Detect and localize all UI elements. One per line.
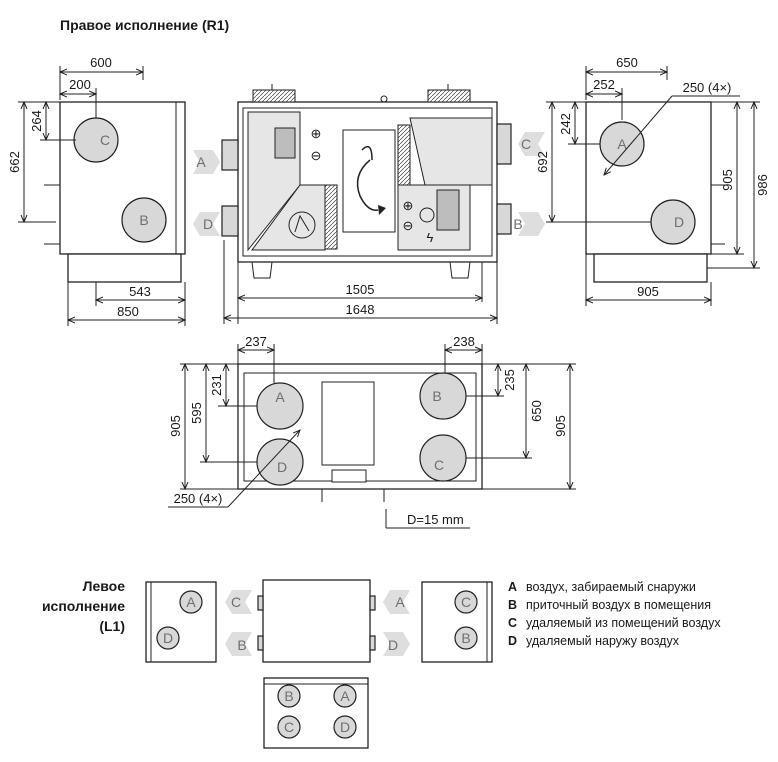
dim-top-left: 237 [245,334,267,349]
l1-arrow-d: D [388,637,398,653]
legend-text-a: воздух, забираемый снаружи [526,580,696,594]
l1-top-port-a: A [340,688,350,704]
left-port-b-label: B [139,212,148,228]
l1-left-view: A D [145,581,217,663]
dim-left-bottom2: 850 [117,304,139,319]
top-port-b-label: B [432,388,441,404]
r1-title: Правое исполнение (R1) [60,17,229,33]
svg-text:⊕: ⊕ [311,126,322,141]
dim-left-offset: 200 [69,77,91,92]
dim-top-l-mid: 595 [189,402,204,424]
arrow-c-label: C [521,136,531,152]
left-side-view: C B 600 200 264 662 543 850 [7,55,185,326]
right-port-a-label: A [617,136,627,152]
l1-left-port-d: D [163,630,173,646]
dim-top-r-mid: 650 [529,400,544,422]
dim-right-offset: 252 [593,77,615,92]
svg-text:ϟ: ϟ [427,230,434,245]
l1-title-line2: исполнение [42,598,125,614]
arrow-a-in [193,150,220,174]
top-port-a-label: A [275,389,285,405]
dim-right-h3: 986 [755,174,770,196]
dim-right-h2: 905 [720,169,735,191]
dim-right-bottom: 905 [637,284,659,299]
top-port-c-label: C [434,457,444,473]
legend-key-c: C [508,616,517,630]
l1-arrow-b: B [237,637,246,653]
left-port-c-circle [73,117,119,163]
top-port-d-label: D [277,459,287,475]
dim-top-diameter: 250 (4×) [174,491,223,506]
dim-front-inner: 1505 [346,282,375,297]
left-port-b-circle [121,197,167,243]
svg-text:⊖: ⊖ [403,218,414,233]
dim-right-diameter: 250 (4×) [683,80,732,95]
legend-key-b: B [508,598,517,612]
legend-key-a: A [508,580,517,594]
right-port-d-label: D [674,214,684,230]
dim-left-height: 662 [7,151,22,173]
legend-key-d: D [508,634,517,648]
l1-arrow-c: C [231,594,241,610]
front-view: ⊕ ⊖ ⊕ ⊖ ϟ 1505 1648 [221,84,512,324]
legend-text-d: удаляемый наружу воздух [526,634,680,648]
legend-text-b: приточный воздух в помещения [526,598,711,612]
dim-left-width: 600 [90,55,112,70]
dim-right-top-offset: 242 [558,113,573,135]
arrow-d-label: D [203,216,213,232]
legend-text-c: удаляемый из помещений воздух [526,616,721,630]
legend: A воздух, забираемый снаружи B приточный… [508,580,721,648]
right-side-view: A D 250 (4×) 650 252 242 692 905 986 90 [535,55,770,306]
l1-top-view: B A C D [263,677,369,749]
l1-top-port-b: B [284,688,293,704]
l1-front-view [257,579,376,663]
l1-top-port-c: C [284,719,294,735]
arrow-d-out [193,212,220,236]
left-port-c-label: C [100,132,110,148]
top-view: A D B C 250 (4×) D=15 mm 237 238 231 595 [168,334,576,529]
l1-title-line1: Левое [83,578,126,594]
arrow-b-label: B [513,216,522,232]
dim-left-top-offset: 264 [29,110,44,132]
l1-right-view: C B [421,581,493,663]
dim-top-r-total: 905 [553,415,568,437]
l1-right-port-c: C [461,594,471,610]
arrow-c-in [518,132,545,156]
dim-top-l-total: 905 [168,415,183,437]
l1-left-port-a: A [186,594,196,610]
dim-top-drain: D=15 mm [407,512,464,527]
dim-left-bottom1: 543 [129,284,151,299]
svg-text:⊕: ⊕ [403,198,414,213]
svg-text:⊖: ⊖ [311,148,322,163]
dim-top-l-top: 231 [209,374,224,396]
l1-top-port-d: D [340,719,350,735]
l1-title-line3: (L1) [99,618,125,634]
arrow-a-label: A [196,154,206,170]
dim-right-width: 650 [616,55,638,70]
dim-top-right: 238 [453,334,475,349]
dim-front-outer: 1648 [346,302,375,317]
dim-right-h1: 692 [535,151,550,173]
dim-top-r-top: 235 [502,369,517,391]
arrow-b-out [518,212,545,236]
l1-right-port-b: B [461,630,470,646]
l1-arrow-a: A [395,594,405,610]
